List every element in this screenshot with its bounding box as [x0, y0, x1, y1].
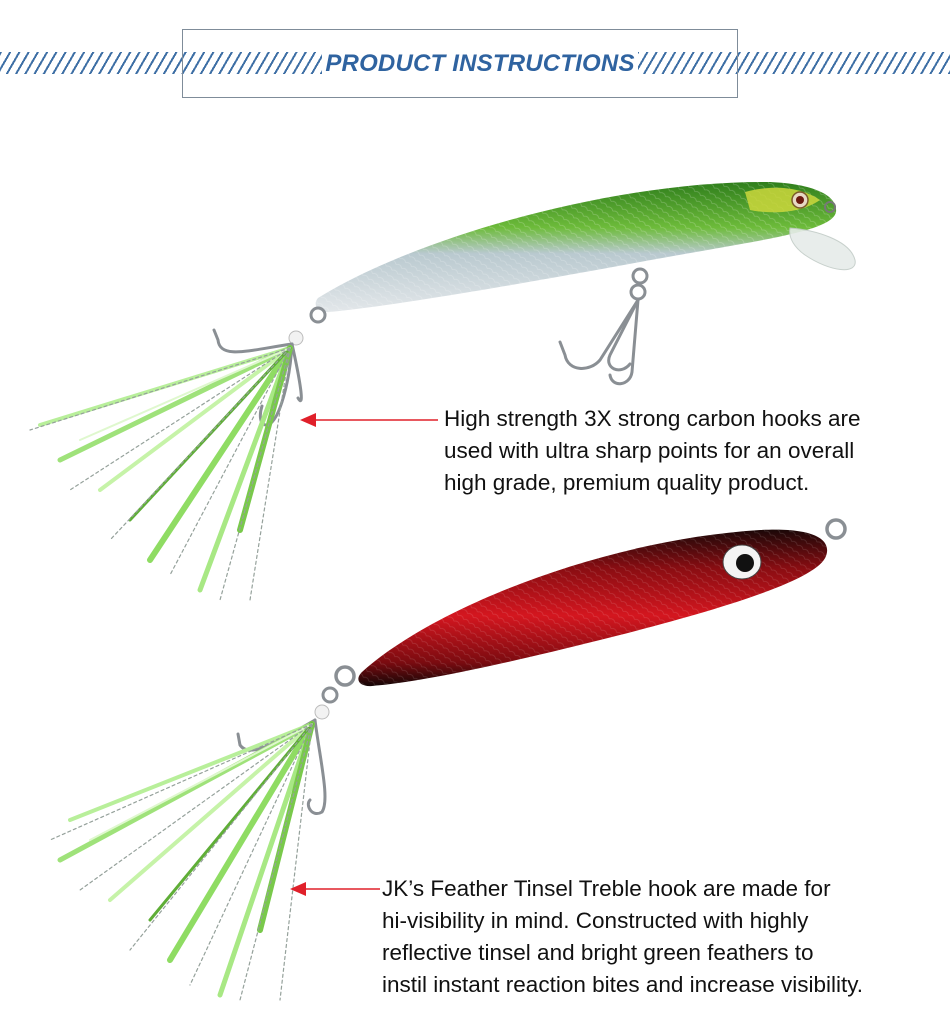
minnow-lip	[789, 227, 856, 271]
belly-treble-hook-icon	[558, 267, 649, 386]
caption-line: instil instant reaction bites and increa…	[382, 972, 864, 997]
caption-line: high grade, premium quality product.	[444, 470, 810, 495]
caption-line: JK’s Feather Tinsel Treble hook are made…	[382, 876, 831, 901]
header-frame	[182, 29, 738, 98]
caption-line: used with ultra sharp points for an over…	[444, 438, 855, 463]
caption-line: reflective tinsel and bright green feath…	[382, 940, 814, 965]
page-title: PRODUCT INSTRUCTIONS	[322, 50, 638, 78]
feature-caption-feather: JK’s Feather Tinsel Treble hook are made…	[382, 873, 863, 1001]
pointer-arrow-1-icon	[300, 413, 438, 427]
pointer-arrow-2-icon	[290, 882, 380, 896]
minnow-body	[315, 181, 856, 313]
caption-line: hi-visibility in mind. Constructed with …	[382, 908, 809, 933]
caption-line: High strength 3X strong carbon hooks are	[444, 406, 861, 431]
rear-feather-hook-2-icon	[49, 665, 356, 1001]
rear-feather-hook-1-icon	[29, 306, 327, 601]
header-stripes-right	[638, 52, 950, 74]
header-stripes-left	[0, 52, 322, 74]
red-jig-body	[358, 518, 847, 687]
feature-caption-hooks: High strength 3X strong carbon hooks are…	[444, 403, 861, 499]
